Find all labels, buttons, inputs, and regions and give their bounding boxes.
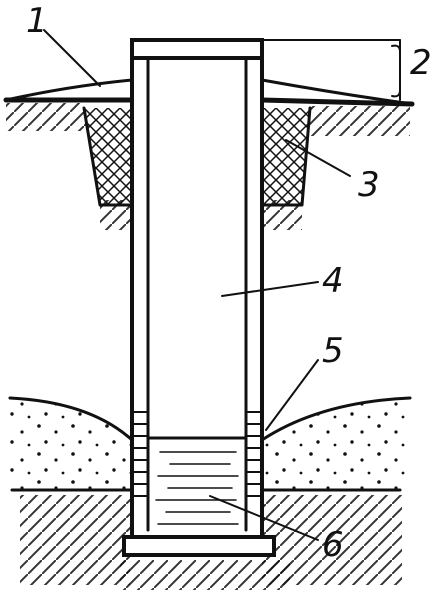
label-1: 1 [26, 1, 48, 41]
bottom-soil [20, 495, 402, 590]
label-6: 6 [322, 525, 344, 565]
label-5: 5 [322, 331, 344, 371]
leader-lines [43, 29, 351, 541]
clay-lock [82, 106, 312, 207]
height-bracket [261, 39, 401, 101]
label-3: 3 [358, 165, 380, 205]
label-4: 4 [322, 261, 344, 301]
water-column [146, 436, 248, 525]
filter-screen [131, 411, 263, 497]
well-pipe [122, 38, 276, 557]
label-2: 2 [410, 43, 432, 83]
concrete-apron [4, 78, 414, 106]
sand-layer [8, 396, 412, 492]
